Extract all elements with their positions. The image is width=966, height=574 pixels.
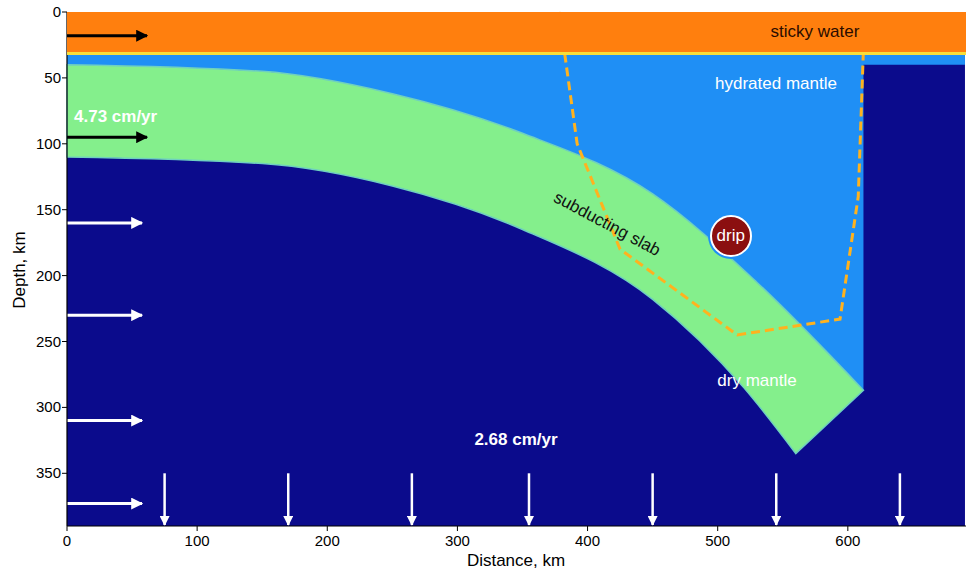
velocity-arrow (899, 473, 902, 525)
tick-mark (587, 526, 588, 531)
tick-mark (62, 143, 67, 144)
tick-mark (62, 77, 67, 78)
tick-mark (62, 473, 67, 474)
tick-label: 400 (575, 532, 600, 549)
velocity-arrow (651, 473, 654, 525)
tick-label: 600 (835, 532, 860, 549)
drip-zone-outline (559, 12, 865, 335)
tick-label: 0 (63, 532, 71, 549)
velocity-arrow (163, 473, 166, 525)
distance-axis (67, 525, 966, 526)
tick-mark (62, 209, 67, 210)
tick-label: 150 (36, 201, 61, 218)
tick-label: 500 (705, 532, 730, 549)
velocity-arrow (67, 221, 142, 224)
subducting-slab-shape (67, 65, 863, 454)
tick-mark (717, 526, 718, 531)
drip-label: drip (717, 226, 745, 246)
axis-title: Depth, km (10, 231, 30, 308)
drip-circle: drip (710, 215, 752, 257)
tick-label: 350 (36, 465, 61, 482)
velocity-arrow (287, 473, 290, 525)
velocity-arrow (67, 314, 142, 317)
velocity-label: 4.73 cm/yr (74, 107, 157, 127)
tick-label: 250 (36, 333, 61, 350)
region-label: sticky water (771, 22, 860, 42)
dry-mantle-region (67, 12, 965, 526)
tick-mark (197, 526, 198, 531)
tick-label: 50 (44, 69, 61, 86)
tick-label: 0 (53, 3, 61, 20)
tick-mark (62, 341, 67, 342)
tick-mark (847, 526, 848, 531)
region-label: dry mantle (717, 371, 796, 391)
velocity-label: 2.68 cm/yr (474, 430, 557, 450)
sticky-water-band: sticky water (67, 12, 966, 55)
tick-label: 100 (36, 135, 61, 152)
velocity-arrow (528, 473, 531, 525)
tick-label: 200 (315, 532, 340, 549)
axis-title: Distance, km (467, 551, 565, 571)
tick-mark (457, 526, 458, 531)
region-label: hydrated mantle (715, 74, 837, 94)
tick-label: 300 (36, 399, 61, 416)
tick-mark (327, 526, 328, 531)
depth-axis (66, 12, 67, 526)
tick-label: 300 (445, 532, 470, 549)
velocity-arrow (411, 473, 414, 525)
velocity-arrow (775, 473, 778, 525)
tick-label: 200 (36, 267, 61, 284)
velocity-arrow (67, 136, 147, 139)
tick-label: 100 (185, 532, 210, 549)
tick-mark (67, 526, 68, 531)
velocity-arrow (67, 502, 142, 505)
tick-mark (62, 275, 67, 276)
velocity-arrow (67, 419, 142, 422)
tick-mark (62, 407, 67, 408)
